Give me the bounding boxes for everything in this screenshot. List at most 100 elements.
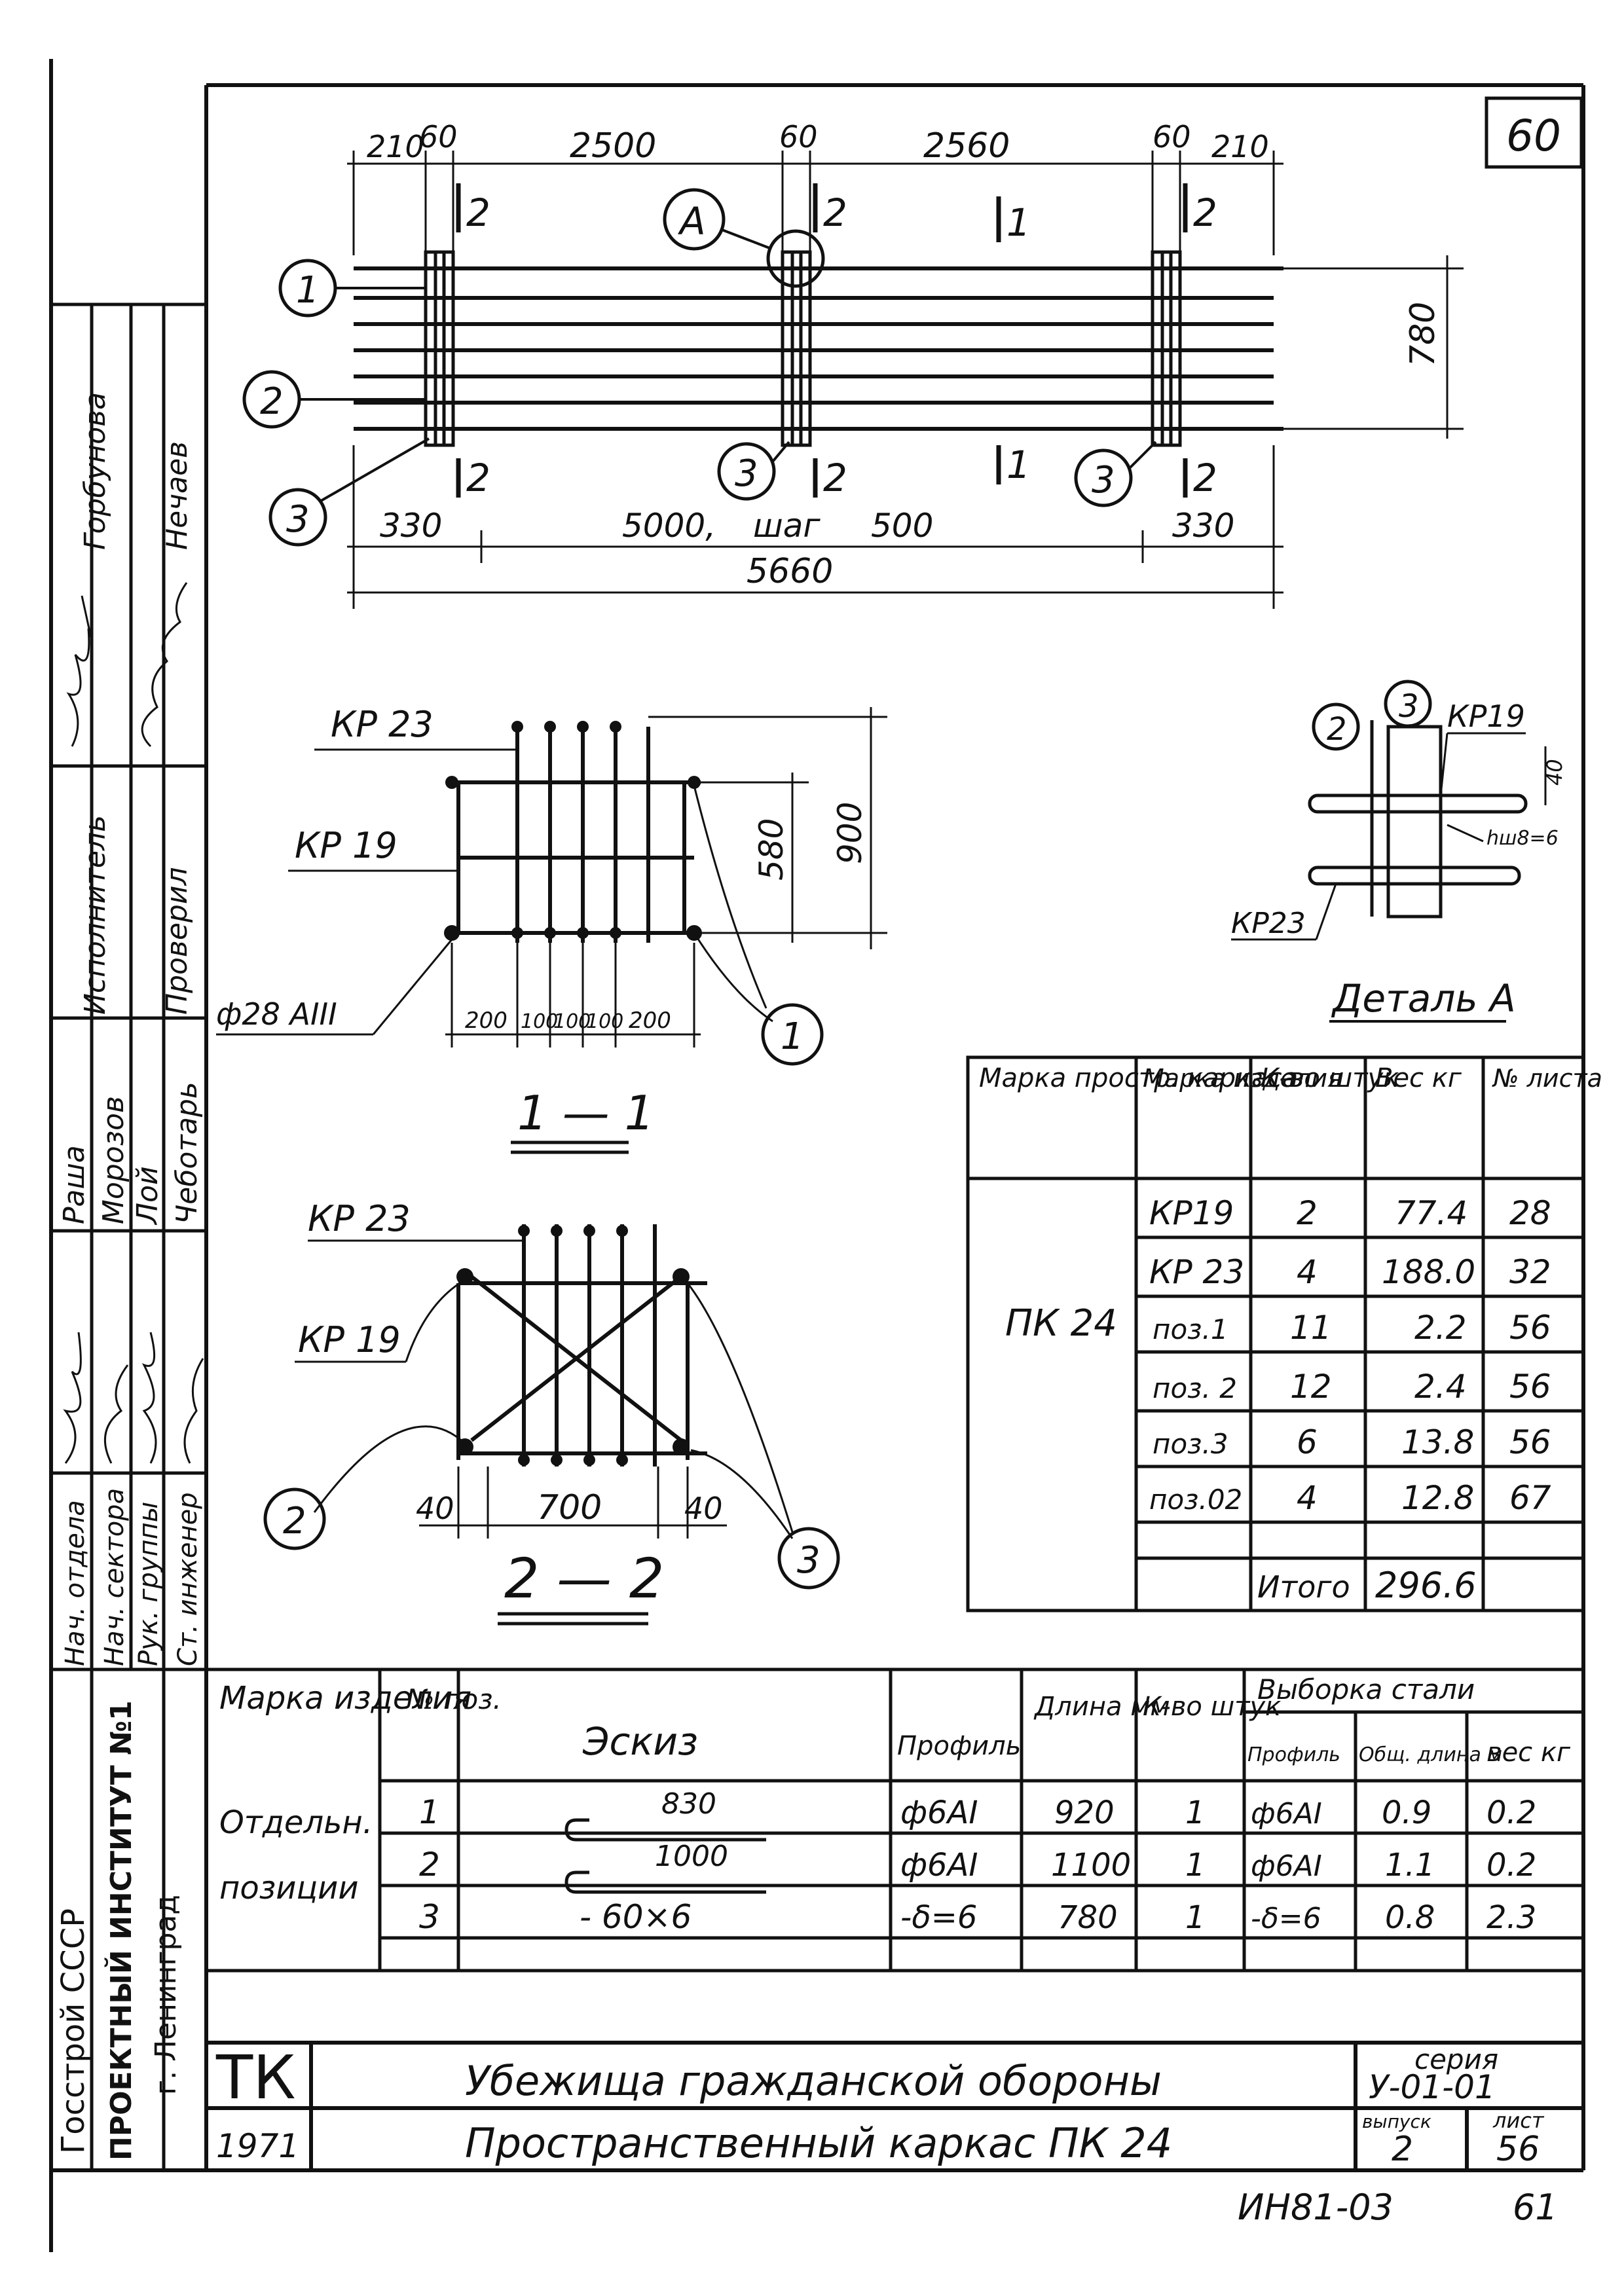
detail-a-plate (1386, 725, 1443, 919)
plan-height-dim (1283, 255, 1464, 439)
detail-a-callout-3-text: 3 (1399, 688, 1419, 725)
plan-mark-2-bot-right: 2 (1193, 456, 1217, 500)
spec-total-label: Итого (1257, 1569, 1350, 1605)
spec-row1-qty: 2 (1297, 1194, 1318, 1232)
plan-top-dim (347, 151, 1283, 255)
plan-bottom-dim (347, 445, 1283, 609)
section11-dim-100-c: 100 (586, 1010, 623, 1033)
spec-row2-item: КР 23 (1149, 1253, 1244, 1291)
stamp-org-1: ПРОЕКТНЫЙ ИНСТИТУТ №1 (103, 1700, 138, 2160)
detail-a-label-kr19: КР19 (1447, 699, 1525, 734)
pos-row2-length: 1100 (1051, 1847, 1131, 1884)
spec-header-1: Марка изделия (1143, 1064, 1342, 1093)
title-line-1: Убежища гражданской обороны (465, 2057, 1162, 2105)
pos-row2-s-length: 1.1 (1385, 1847, 1435, 1884)
plan-dim-5660: 5660 (747, 552, 833, 591)
spec-row5-item: поз.3 (1153, 1428, 1228, 1460)
stamp-name-b-0: Горбунова (79, 392, 112, 550)
spec-total: 296.6 (1375, 1565, 1477, 1606)
title-issue: 2 (1392, 2130, 1413, 2169)
stamp-name-2: Лой (131, 1166, 164, 1226)
detail-a-dim-40: 40 (1542, 759, 1567, 786)
stamp-role-0: Нач. отдела (60, 1500, 90, 1666)
section11-label-kr23: КР 23 (331, 704, 434, 745)
spec-row6-qty: 4 (1297, 1479, 1318, 1517)
spec-row3-item: поз.1 (1153, 1313, 1228, 1345)
plan-mark-1-bot: 1 (1006, 443, 1031, 487)
pos-row1-s-length: 0.9 (1382, 1795, 1431, 1831)
pos-header-2: Эскиз (582, 1719, 698, 1764)
detail-a-label-weld: hш8=6 (1486, 827, 1559, 850)
pos-header-4: Длина мм (1033, 1692, 1170, 1722)
spec-row1-weight: 77.4 (1395, 1194, 1467, 1232)
plan-callout-3-right-text: 3 (1092, 459, 1115, 501)
spec-row2-sheet: 32 (1509, 1253, 1551, 1291)
pos-row2-s-profile: ф6АI (1251, 1850, 1322, 1883)
plan-dim-2500: 2500 (570, 126, 656, 166)
spec-table: Марка простр. каркаса Марка изделия К-во… (966, 1055, 1602, 1613)
stamp-name-0: Раша (58, 1145, 91, 1224)
detail-a-callout (663, 188, 726, 251)
pos-row3-s-profile: -δ=6 (1251, 1902, 1321, 1935)
title-year: 1971 (216, 2127, 299, 2165)
spec-row6-weight: 12.8 (1401, 1479, 1474, 1517)
detail-a-callout-2 (1312, 702, 1360, 751)
left-stamp-grid (51, 302, 208, 2170)
section22-bar-dots (456, 1225, 690, 1466)
plan-callout-3-right-leader (1128, 441, 1157, 469)
pos-row1-sketch: 830 (661, 1787, 716, 1821)
plan-dim-210-left: 210 (367, 129, 424, 164)
spec-row1-sheet: 28 (1509, 1194, 1551, 1232)
plan-callout-3-mid (717, 442, 776, 501)
plan-mark-2-top-right: 2 (1193, 191, 1217, 235)
left-stamp: Нач. отдела Нач. сектора Рук. группы Ст.… (51, 302, 208, 2170)
detail-a-marker (766, 229, 825, 288)
plan-callout-3-left-text: 3 (286, 498, 310, 541)
stamp-role-b-1: Проверил (160, 867, 194, 1015)
pos-group-0: Отдельн. (219, 1804, 373, 1841)
plan-mark-1-top: 1 (1006, 200, 1031, 245)
pos-row3-profile: -δ=6 (900, 1899, 977, 1936)
plan-mark-2-top-mid: 2 (823, 191, 847, 235)
stamp-name-3: Чеботарь (170, 1082, 204, 1224)
page-number: 60 (1506, 111, 1561, 161)
title-series-label: серия (1414, 2043, 1498, 2075)
pos-row1-pos: 1 (419, 1793, 440, 1831)
pos-header-1: № поз. (405, 1683, 502, 1715)
pos-row3-sketch: - 60×6 (580, 1898, 692, 1936)
pos-group-1: позиции (219, 1870, 359, 1906)
section22-label-kr19: КР 19 (298, 1319, 401, 1360)
pos-row3-qty: 1 (1185, 1899, 1206, 1936)
pos-row1-s-profile: ф6АI (1251, 1797, 1322, 1831)
title-sheet-label: лист (1492, 2108, 1545, 2133)
section11-label-f28: ф28 АIII (216, 996, 337, 1032)
plan-dim-60-right: 60 (1153, 119, 1191, 155)
spec-row5-sheet: 56 (1509, 1423, 1551, 1461)
pos-header-8: Общ. длина м (1359, 1743, 1502, 1766)
spec-header-3: Вес кг (1375, 1063, 1462, 1093)
section22-callout-3-text: 3 (797, 1539, 821, 1582)
section11-title: 1 — 1 (517, 1085, 654, 1140)
section22-dim-40-left: 40 (416, 1491, 454, 1526)
plan-dim-5000: 5000, (622, 507, 716, 545)
spec-table-grid (966, 1055, 1585, 1613)
section11-leaders (216, 748, 773, 1036)
section11-dim-900: 900 (831, 802, 869, 864)
plan-dim-330-right: 330 (1172, 507, 1234, 545)
section11-bottom-dims (445, 943, 701, 1048)
spec-row6-sheet: 67 (1509, 1479, 1551, 1517)
archive-mark: ИН81-03 (1238, 2187, 1393, 2228)
pos-header-9: вес кг (1486, 1738, 1571, 1768)
plan-dim-60-mid: 60 (779, 119, 818, 155)
spec-row4-weight: 2.4 (1414, 1368, 1467, 1406)
pos-row3-length: 780 (1058, 1899, 1118, 1936)
section11-vertical-dims (648, 707, 887, 949)
plan-callout-3-left (268, 488, 327, 547)
section-2-2: КР 23 КР 19 40 700 40 2 3 2 — 2 (263, 1198, 840, 1626)
spec-header-0: Марка простр. каркаса (979, 1063, 1298, 1093)
spec-row2-qty: 4 (1297, 1253, 1318, 1291)
title-code: ТК (215, 2043, 296, 2113)
stamp-name-1: Морозов (97, 1096, 130, 1224)
archive-page: 61 (1513, 2187, 1558, 2228)
